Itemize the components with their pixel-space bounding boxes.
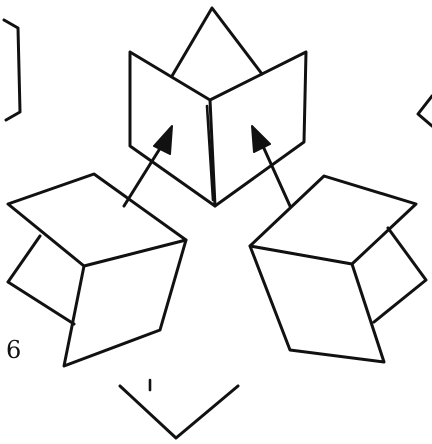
left-unit-top-face bbox=[8, 174, 186, 266]
left-edge-fragment bbox=[4, 20, 20, 120]
left-unit-inner-fold bbox=[84, 240, 186, 266]
book-right-page bbox=[210, 52, 306, 206]
right-edge-fragment bbox=[418, 96, 432, 126]
right-unit-back-face bbox=[374, 228, 426, 322]
left-unit-side-face bbox=[64, 240, 186, 366]
step-number-label: 6 bbox=[6, 338, 21, 362]
left-arrow-shaft bbox=[124, 142, 164, 206]
right-unit-side-face bbox=[250, 246, 384, 362]
left-arrow-head bbox=[154, 126, 172, 154]
right-unit-inner-fold bbox=[250, 246, 352, 264]
right-arrow-head bbox=[252, 126, 270, 152]
bottom-diamond bbox=[120, 386, 238, 438]
top-diamond bbox=[172, 8, 262, 76]
